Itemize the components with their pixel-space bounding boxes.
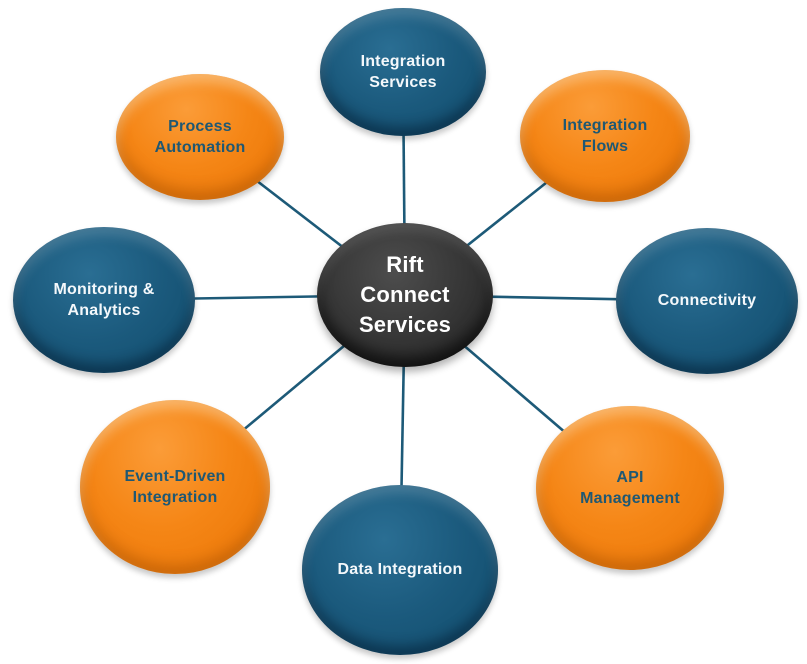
node-label: Monitoring & Analytics <box>53 280 155 319</box>
node-label: Event-Driven Integration <box>124 467 226 506</box>
node-connectivity: Connectivity <box>616 228 798 374</box>
node-process-automation: Process Automation <box>116 74 284 200</box>
node-data-integration: Data Integration <box>302 485 498 655</box>
node-label: Integration Flows <box>562 116 648 155</box>
node-integration-flows: Integration Flows <box>520 70 690 202</box>
node-label: Connectivity <box>657 292 757 310</box>
node-label: API Management <box>580 468 680 507</box>
node-event-driven-integration: Event-Driven Integration <box>80 400 270 574</box>
node-integration-services: Integration Services <box>320 8 486 136</box>
node-monitoring-analytics: Monitoring & Analytics <box>13 227 195 373</box>
node-label: Process Automation <box>154 117 246 156</box>
node-label: Integration Services <box>360 52 446 91</box>
node-api-management: API Management <box>536 406 724 570</box>
node-label: Data Integration <box>337 561 463 579</box>
hub-label: Rift Connect Services <box>358 252 452 337</box>
hub-node-rift-connect-services: Rift Connect Services <box>317 223 493 367</box>
